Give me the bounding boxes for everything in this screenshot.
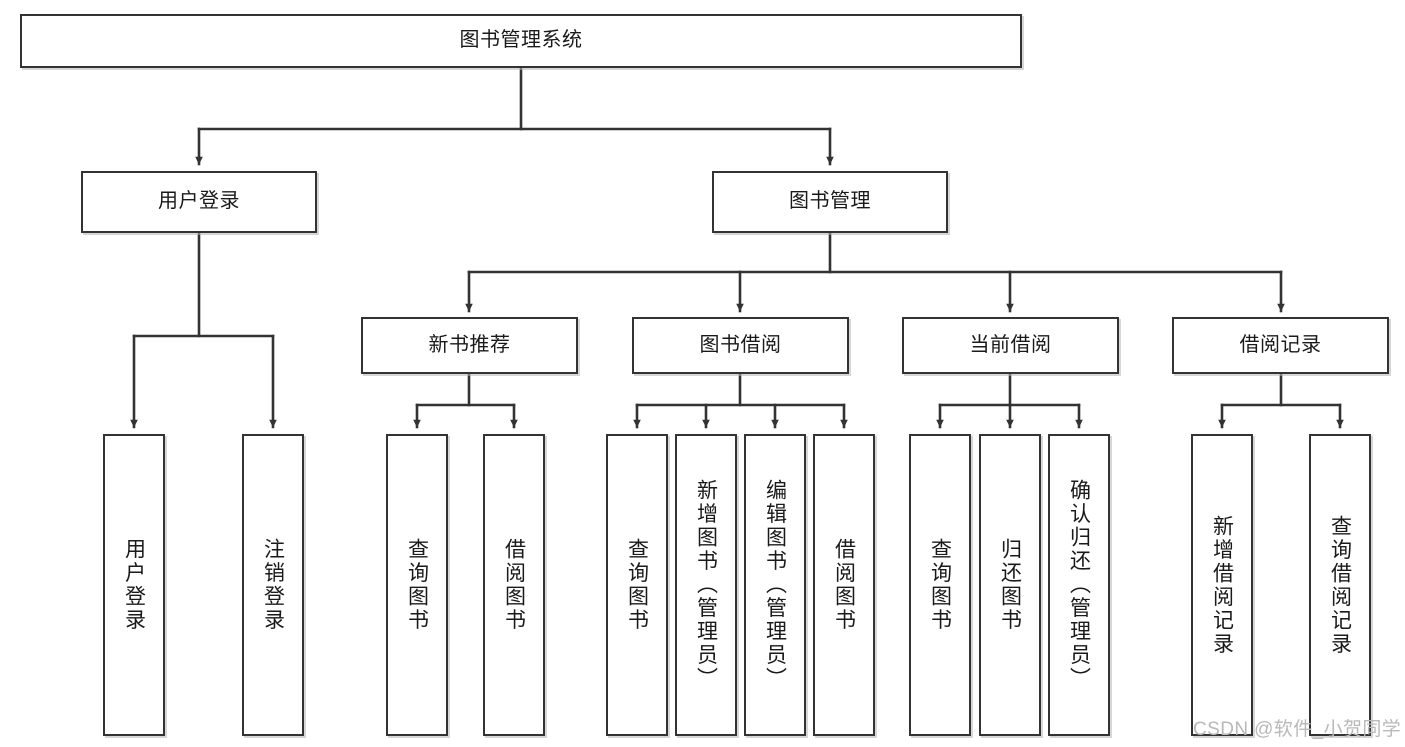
node-current-borrow-label: 当前借阅: [969, 333, 1052, 356]
node-new-book-rec[interactable]: 新书推荐: [361, 317, 578, 374]
leaf-rec-search-label: 查询借阅记录: [1328, 514, 1352, 656]
leaf-rec-query[interactable]: 查询图书: [386, 434, 448, 736]
node-book-manage[interactable]: 图书管理: [712, 171, 948, 233]
leaf-rec-add[interactable]: 新增借阅记录: [1191, 434, 1253, 736]
leaf-cur-query[interactable]: 查询图书: [909, 434, 971, 736]
node-root-label: 图书管理系统: [459, 29, 583, 52]
node-current-borrow[interactable]: 当前借阅: [902, 317, 1119, 374]
leaf-rec-search[interactable]: 查询借阅记录: [1309, 434, 1371, 736]
node-book-borrow[interactable]: 图书借阅: [632, 317, 849, 374]
leaf-user-logout-label: 注销登录: [261, 538, 285, 632]
node-borrow-record-label: 借阅记录: [1239, 333, 1322, 356]
leaf-user-login-label: 用户登录: [122, 538, 146, 632]
leaf-cur-confirm[interactable]: 确认归还（管理员）: [1048, 434, 1110, 736]
leaf-borrow-query-label: 查询图书: [625, 538, 649, 632]
leaf-cur-return[interactable]: 归还图书: [979, 434, 1041, 736]
leaf-borrow-add[interactable]: 新增图书（管理员）: [675, 434, 737, 736]
leaf-borrow-edit[interactable]: 编辑图书（管理员）: [744, 434, 806, 736]
leaf-borrow-query[interactable]: 查询图书: [606, 434, 668, 736]
leaf-rec-add-label: 新增借阅记录: [1210, 514, 1234, 656]
leaf-rec-query-label: 查询图书: [405, 538, 429, 632]
leaf-rec-borrow[interactable]: 借阅图书: [483, 434, 545, 736]
leaf-borrow-do[interactable]: 借阅图书: [813, 434, 875, 736]
node-user-login-label: 用户登录: [158, 190, 240, 213]
leaf-borrow-do-label: 借阅图书: [832, 538, 856, 632]
leaf-user-logout[interactable]: 注销登录: [242, 434, 304, 736]
leaf-borrow-edit-label: 编辑图书（管理员）: [763, 479, 787, 691]
node-user-login[interactable]: 用户登录: [81, 171, 317, 233]
leaf-cur-query-label: 查询图书: [928, 538, 952, 632]
leaf-borrow-add-label: 新增图书（管理员）: [694, 479, 718, 691]
node-new-book-rec-label: 新书推荐: [428, 333, 511, 356]
node-book-manage-label: 图书管理: [789, 190, 871, 213]
leaf-cur-return-label: 归还图书: [998, 538, 1022, 632]
node-borrow-record[interactable]: 借阅记录: [1172, 317, 1389, 374]
leaf-user-login[interactable]: 用户登录: [103, 434, 165, 736]
leaf-rec-borrow-label: 借阅图书: [502, 538, 526, 632]
node-book-borrow-label: 图书借阅: [699, 333, 782, 356]
node-root[interactable]: 图书管理系统: [20, 14, 1022, 68]
leaf-cur-confirm-label: 确认归还（管理员）: [1067, 479, 1091, 691]
